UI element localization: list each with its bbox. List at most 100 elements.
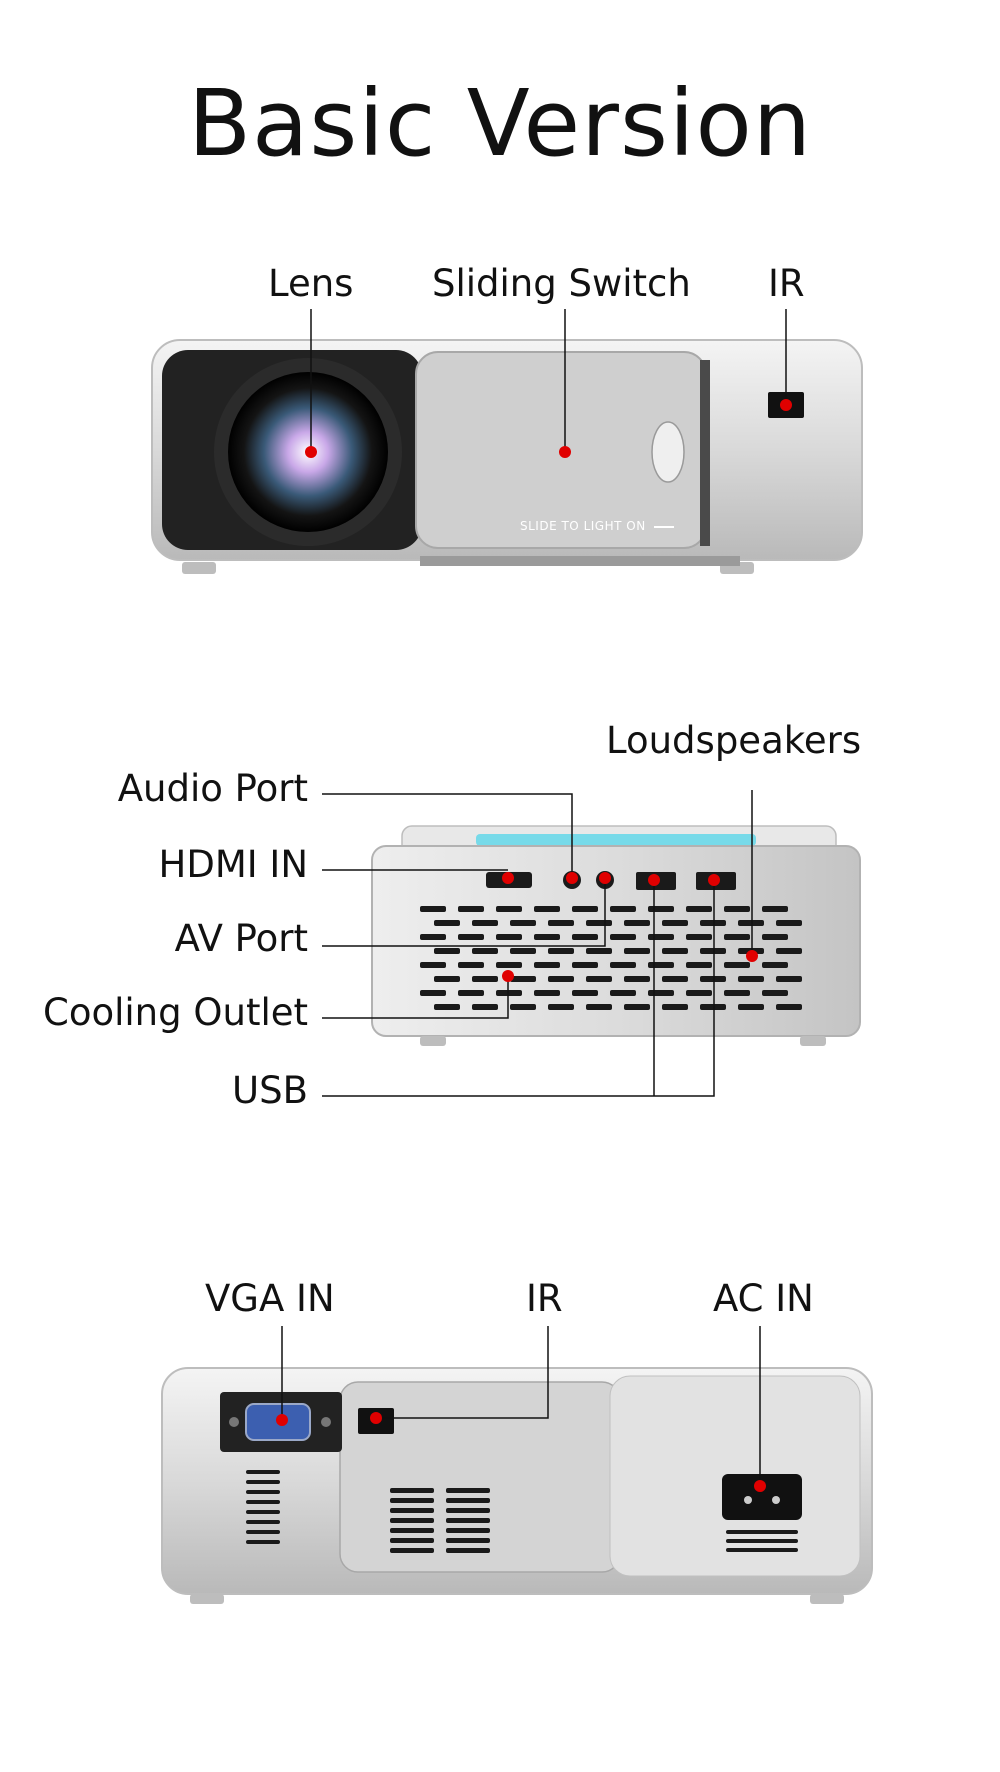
vent-slot	[586, 948, 612, 954]
vent-slot	[446, 1518, 490, 1523]
leader-line-cooling-outlet	[322, 976, 509, 1019]
vent-slot	[662, 1004, 688, 1010]
ac-pin	[772, 1496, 780, 1504]
vent-slot	[700, 976, 726, 982]
vent-slot	[762, 962, 788, 968]
vent-slot	[548, 920, 574, 926]
vent-slot	[390, 1548, 434, 1553]
vent-slot	[776, 1004, 802, 1010]
marker-usb-2	[708, 874, 720, 886]
vent-slot	[458, 990, 484, 996]
vent-slot	[496, 934, 522, 940]
vent-slot	[686, 934, 712, 940]
vent-slot	[610, 962, 636, 968]
vent-slot	[648, 990, 674, 996]
front-foot	[182, 562, 216, 574]
slide-to-light-text: SLIDE TO LIGHT ON	[520, 519, 646, 533]
vent-slot	[738, 1004, 764, 1010]
vent-slot	[586, 920, 612, 926]
vent-slot	[510, 976, 536, 982]
vga-screw	[321, 1417, 331, 1427]
label-cooling-outlet: Cooling Outlet	[43, 991, 308, 1034]
leader-line-av-port	[322, 880, 606, 947]
vga-screw	[229, 1417, 239, 1427]
vent-slot	[738, 920, 764, 926]
marker-sliding-switch	[559, 446, 571, 458]
vent-slot	[586, 976, 612, 982]
vent-slot	[572, 906, 598, 912]
marker-vga-in	[276, 1414, 288, 1426]
side-leader-lines	[322, 790, 753, 1097]
projector-side-view	[371, 825, 861, 1046]
marker-audio-port	[566, 872, 578, 884]
vent-slot	[496, 906, 522, 912]
vent-slot	[572, 962, 598, 968]
vent-slot	[510, 920, 536, 926]
vent-slot	[776, 920, 802, 926]
vent-slot	[548, 976, 574, 982]
vent-slot	[446, 1488, 490, 1493]
vent-slot	[776, 976, 802, 982]
marker-ir-back	[370, 1412, 382, 1424]
marker-loudspeakers	[746, 950, 758, 962]
label-sliding-switch: Sliding Switch	[432, 262, 691, 305]
vent-slot	[738, 976, 764, 982]
vent-slot	[246, 1500, 280, 1504]
vent-slot	[572, 990, 598, 996]
vent-slot	[624, 1004, 650, 1010]
vent-slot	[420, 906, 446, 912]
vent-slot	[446, 1548, 490, 1553]
side-body	[371, 845, 861, 1037]
vent-slot	[246, 1470, 280, 1474]
vent-slot	[458, 962, 484, 968]
marker-av-port	[599, 872, 611, 884]
vent-slot	[420, 934, 446, 940]
marker-usb-1	[648, 874, 660, 886]
vent-slot	[434, 948, 460, 954]
vent-slot	[534, 990, 560, 996]
vent-slot	[510, 948, 536, 954]
vent-slot	[472, 976, 498, 982]
marker-ac-in	[754, 1480, 766, 1492]
vent-slot	[246, 1480, 280, 1484]
label-loudspeakers: Loudspeakers	[606, 719, 862, 762]
vent-slot	[624, 920, 650, 926]
vent-slot	[246, 1510, 280, 1514]
page-title: Basic Version	[187, 70, 813, 177]
label-ir-front: IR	[768, 262, 805, 305]
vent-slot	[762, 934, 788, 940]
marker-cooling-outlet	[502, 970, 514, 982]
label-ac-in: AC IN	[713, 1277, 814, 1320]
vent-slot	[472, 920, 498, 926]
vent-slot	[724, 906, 750, 912]
vent-slot	[446, 1538, 490, 1543]
marker-ir-front	[780, 399, 792, 411]
vent-slot	[246, 1540, 280, 1544]
label-audio-port: Audio Port	[117, 767, 308, 810]
vent-slot	[496, 990, 522, 996]
leader-line-audio-port	[322, 793, 573, 880]
vent-slot	[246, 1490, 280, 1494]
vent-slot	[700, 948, 726, 954]
back-foot	[810, 1594, 844, 1604]
vent-slot	[610, 990, 636, 996]
vent-slot	[624, 976, 650, 982]
ac-pin	[744, 1496, 752, 1504]
vent-slot	[446, 1508, 490, 1513]
marker-hdmi-in	[502, 872, 514, 884]
vent-slot	[662, 948, 688, 954]
back-foot	[190, 1594, 224, 1604]
vent-slot	[648, 934, 674, 940]
vent-slot	[534, 962, 560, 968]
label-av-port: AV Port	[174, 917, 308, 960]
side-top-light	[476, 834, 756, 846]
vent-slot	[662, 976, 688, 982]
vent-slot	[458, 934, 484, 940]
vent-slot	[420, 962, 446, 968]
vent-slot	[420, 990, 446, 996]
vent-slot	[390, 1498, 434, 1503]
vent-slot	[446, 1528, 490, 1533]
vent-slot	[624, 948, 650, 954]
projector-front-view: SLIDE TO LIGHT ON	[151, 339, 863, 574]
